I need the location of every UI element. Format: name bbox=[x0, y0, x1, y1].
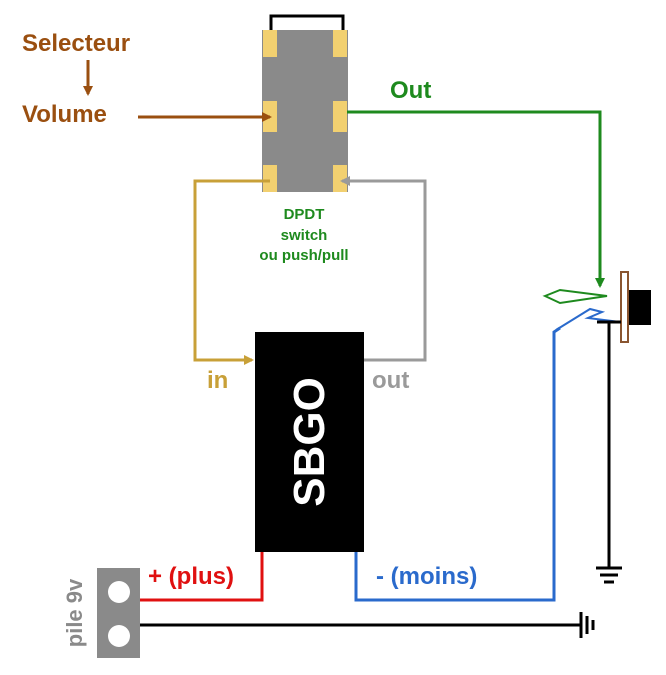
label-out: out bbox=[372, 367, 409, 394]
plus-wire bbox=[138, 552, 264, 602]
label-battery: pile 9v bbox=[62, 578, 87, 647]
label-in: in bbox=[207, 367, 228, 394]
battery-terminal-plus bbox=[108, 581, 130, 603]
label-sbgo: SBGO bbox=[285, 377, 334, 507]
jack-tip-spring bbox=[542, 288, 608, 305]
label-out-top: Out bbox=[390, 77, 431, 104]
sbgo-pedal-block bbox=[255, 332, 364, 552]
label-volume: Volume bbox=[22, 101, 107, 128]
switch-pad-mid-right bbox=[333, 101, 347, 132]
pedal-out-wire bbox=[340, 176, 427, 362]
label-plus: + (plus) bbox=[148, 563, 234, 590]
label-switch-line2: switch bbox=[281, 227, 328, 244]
minus-wire bbox=[354, 326, 561, 602]
switch-pad-bottom-left bbox=[263, 165, 277, 192]
jack-body-brown bbox=[620, 271, 629, 343]
jack-ring-spring bbox=[555, 307, 621, 331]
label-switch-line3: ou push/pull bbox=[259, 247, 348, 264]
label-minus: - (moins) bbox=[376, 563, 477, 590]
out-wire bbox=[347, 110, 605, 288]
switch-pad-top-right bbox=[333, 30, 347, 57]
in-wire bbox=[193, 179, 270, 365]
battery-terminal-minus bbox=[108, 625, 130, 647]
label-selecteur: Selecteur bbox=[22, 30, 130, 57]
jack-body-black bbox=[629, 290, 651, 325]
label-switch-line1: DPDT bbox=[284, 206, 325, 223]
switch-pad-top-left bbox=[263, 30, 277, 57]
switch-pad-bottom-right bbox=[333, 165, 347, 192]
